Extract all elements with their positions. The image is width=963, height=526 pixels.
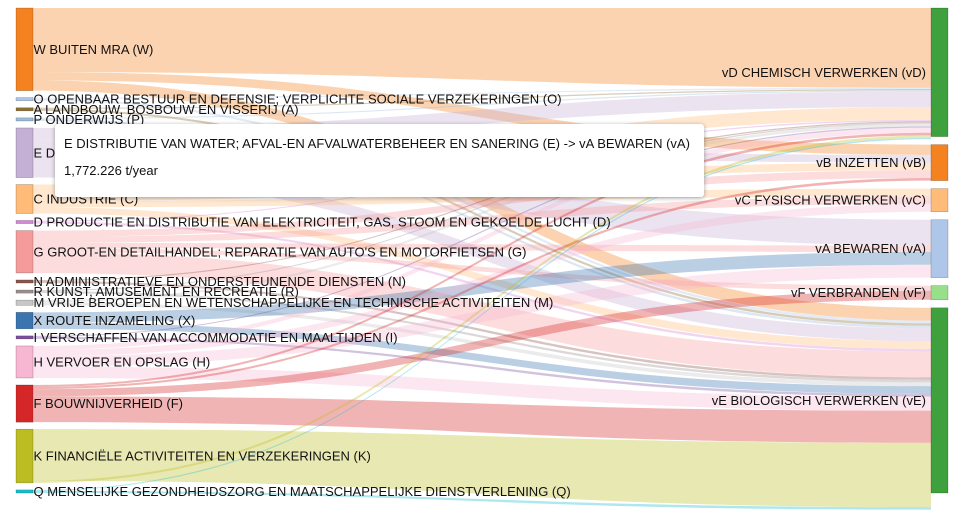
target-label-vC: vC FYSISCH VERWERKEN (vC): [735, 193, 926, 208]
link-G-vC[interactable]: [33, 196, 931, 243]
link-P-vE[interactable]: [33, 118, 931, 329]
source-label-H: H VERVOER EN OPSLAG (H): [34, 354, 211, 369]
source-label-W: W BUITEN MRA (W): [34, 42, 154, 57]
target-node-vE[interactable]: [930, 307, 949, 494]
target-node-vA[interactable]: [930, 219, 949, 278]
source-node-F[interactable]: [15, 384, 34, 423]
target-label-vD: vD CHEMISCH VERWERKEN (vD): [722, 65, 926, 80]
sankey-labels: W BUITEN MRA (W) O OPENBAAR BESTUUR EN DE…: [34, 42, 927, 499]
source-label-D: D PRODUCTIE EN DISTRIBUTIE VAN ELEKTRICI…: [34, 215, 611, 230]
link-K-vE[interactable]: [33, 429, 931, 508]
source-label-K: K FINANCIËLE ACTIVITEITEN EN VERZEKERING…: [34, 449, 371, 464]
link-M-vD[interactable]: [33, 123, 931, 303]
link-O-vD[interactable]: [33, 87, 931, 99]
source-node-K[interactable]: [15, 428, 34, 484]
source-label-X: X ROUTE INZAMELING (X): [34, 313, 196, 328]
target-label-vE: vE BIOLOGISCH VERWERKEN (vE): [712, 393, 926, 408]
link-F-vD[interactable]: [33, 132, 931, 388]
source-node-O[interactable]: [15, 97, 34, 102]
link-O-vE[interactable]: [33, 98, 931, 324]
link-G-vE[interactable]: [33, 252, 931, 378]
source-node-X[interactable]: [15, 312, 34, 330]
source-node-R[interactable]: [15, 289, 34, 294]
link-I-vE[interactable]: [33, 336, 931, 397]
target-node-vB[interactable]: [930, 144, 949, 181]
link-F-vB[interactable]: [33, 178, 931, 390]
source-node-D[interactable]: [15, 220, 34, 224]
source-label-M: M VRIJE BEROEPEN EN WETENSCHAPPELIJKE EN…: [34, 295, 554, 310]
source-label-P: P ONDERWIJS (P): [34, 112, 145, 127]
sankey-nodes: [15, 7, 949, 494]
link-A-vE[interactable]: [33, 108, 931, 326]
target-label-vA: vA BEWAREN (vA): [815, 241, 926, 256]
link-H-vA[interactable]: [33, 264, 931, 367]
source-node-W[interactable]: [15, 7, 34, 91]
source-label-Q: Q MENSELIJKE GEZONDHEIDSZORG EN MAATSCHA…: [34, 484, 571, 499]
target-label-vF: vF VERBRANDEN (vF): [791, 285, 926, 300]
link-C-vC[interactable]: [33, 188, 931, 208]
link-G-vA[interactable]: [33, 242, 931, 252]
tooltip-title: E DISTRIBUTIE VAN WATER; AFVAL-EN AFVALW…: [64, 136, 690, 151]
source-label-A: A LANDBOUW, BOSBOUW EN VISSERIJ (A): [34, 102, 299, 117]
link-X-vA[interactable]: [33, 251, 931, 323]
target-label-vB: vB INZETTEN (vB): [816, 155, 926, 170]
link-M-vE[interactable]: [33, 302, 931, 387]
source-label-N: N ADMINISTRATIEVE EN ONDERSTEUNENDE DIEN…: [34, 274, 406, 289]
source-node-P[interactable]: [15, 117, 34, 122]
source-node-C[interactable]: [15, 184, 34, 214]
source-label-F: F BOUWNIJVERHEID (F): [34, 396, 184, 411]
link-N-vD[interactable]: [33, 121, 931, 281]
target-node-vF[interactable]: [930, 285, 949, 301]
link-Q-vE[interactable]: [33, 490, 931, 510]
link-A-vD[interactable]: [33, 89, 931, 109]
link-K-vD[interactable]: [33, 135, 931, 483]
target-node-vD[interactable]: [930, 7, 949, 137]
source-node-E[interactable]: [15, 127, 34, 178]
link-W-vD[interactable]: [33, 8, 931, 88]
link-F-vE[interactable]: [33, 396, 931, 443]
tooltip-value: 1,772.226 t/year: [64, 163, 158, 178]
source-label-R: R KUNST, AMUSEMENT EN RECREATIE (R): [34, 284, 299, 299]
link-R-vD[interactable]: [33, 122, 931, 292]
source-node-A[interactable]: [15, 107, 34, 112]
source-node-Q[interactable]: [15, 489, 34, 494]
link-H-vE[interactable]: [33, 366, 931, 411]
link-C-vE[interactable]: [33, 207, 931, 349]
link-W-vE[interactable]: [33, 80, 931, 321]
link-X-vE[interactable]: [33, 322, 931, 394]
target-node-vC[interactable]: [930, 188, 949, 213]
link-W-vB[interactable]: [33, 72, 931, 155]
source-node-M[interactable]: [15, 299, 34, 306]
source-node-H[interactable]: [15, 345, 34, 379]
source-node-I[interactable]: [15, 335, 34, 340]
link-R-vE[interactable]: [33, 291, 931, 383]
link-G-vF[interactable]: [33, 248, 931, 291]
link-H-vD[interactable]: [33, 127, 931, 351]
link-tooltip: E DISTRIBUTIE VAN WATER; AFVAL-EN AFVALW…: [55, 124, 704, 197]
link-F-vF[interactable]: [33, 290, 931, 397]
link-E-vE[interactable]: [33, 167, 931, 342]
link-N-vE[interactable]: [33, 280, 931, 380]
link-Q-vD[interactable]: [33, 137, 931, 491]
link-D-vE[interactable]: [33, 221, 931, 352]
link-P-vD[interactable]: [33, 90, 931, 119]
source-node-G[interactable]: [15, 230, 34, 274]
source-label-I: I VERSCHAFFEN VAN ACCOMMODATIE EN MAALTI…: [34, 330, 398, 345]
link-G-vB[interactable]: [33, 170, 931, 237]
source-label-O: O OPENBAAR BESTUUR EN DEFENSIE; VERPLICH…: [34, 92, 562, 107]
link-H-vC[interactable]: [33, 204, 931, 357]
source-label-G: G GROOT-EN DETAILHANDEL; REPARATIE VAN A…: [34, 244, 527, 259]
link-I-vD[interactable]: [33, 126, 931, 337]
source-node-N[interactable]: [15, 279, 34, 284]
